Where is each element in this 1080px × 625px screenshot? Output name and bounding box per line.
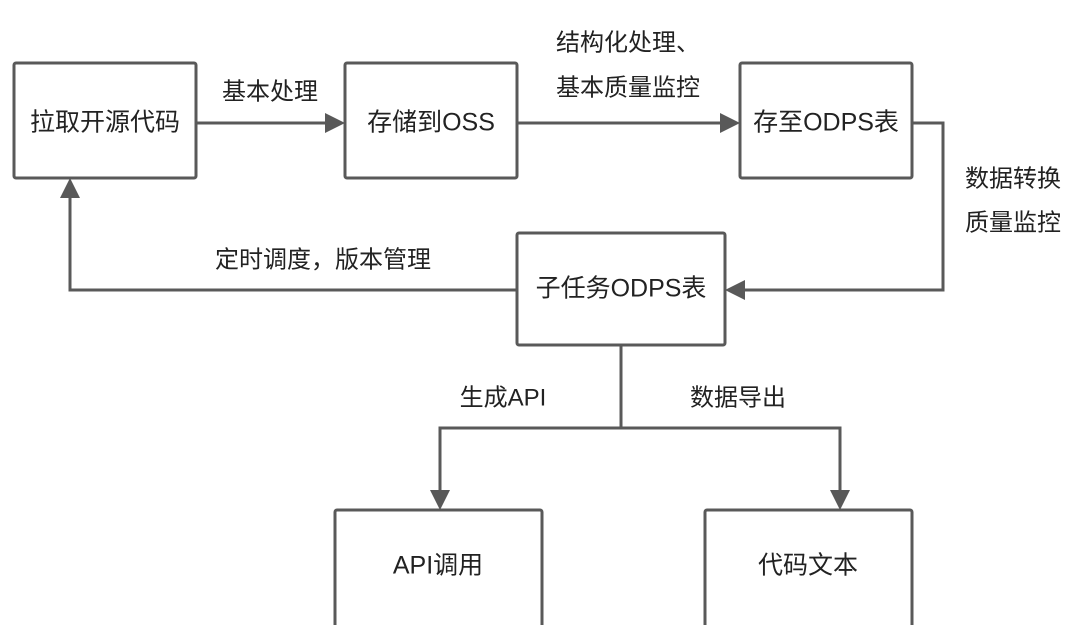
arrow-head-right-icon <box>720 113 740 133</box>
edge-label-basic-processing: 基本处理 <box>222 78 318 105</box>
node-store-odps[interactable]: 存至ODPS表 <box>738 61 914 180</box>
arrow-head-up-icon <box>60 178 80 198</box>
node-store-oss[interactable]: 存储到OSS <box>343 61 519 180</box>
node-box[interactable] <box>738 61 914 180</box>
edge-label-transform-line1: 数据转换 <box>965 165 1061 192</box>
edge-line <box>438 345 623 495</box>
edge-line <box>740 121 945 292</box>
edge-line <box>68 193 517 292</box>
node-api-call[interactable]: API调用 <box>333 508 544 625</box>
node-label: 拉取开源代码 <box>30 109 180 137</box>
edge-pull-code-to-store-oss <box>196 113 345 133</box>
edge-label-data-export: 数据导出 <box>690 384 786 411</box>
edge-line <box>621 426 842 495</box>
edge-label-structured-line2: 基本质量监控 <box>556 74 700 101</box>
node-label: 存至ODPS表 <box>753 109 899 137</box>
node-box[interactable] <box>12 61 198 180</box>
node-label: 子任务ODPS表 <box>536 275 707 303</box>
edge-label-transform-line2: 质量监控 <box>965 209 1061 236</box>
node-subtask-odps[interactable]: 子任务ODPS表 <box>515 231 727 347</box>
node-box[interactable] <box>333 508 544 625</box>
node-label: 存储到OSS <box>367 109 495 137</box>
edge-subtask-odps-to-code-text <box>621 426 850 510</box>
edge-store-oss-to-store-odps <box>517 113 740 133</box>
edge-subtask-odps-to-pull-code <box>60 178 517 292</box>
node-label: 代码文本 <box>758 552 858 580</box>
node-pull-code[interactable]: 拉取开源代码 <box>12 61 198 180</box>
edge-label-structured-line1: 结构化处理、 <box>556 29 700 56</box>
node-code-text[interactable]: 代码文本 <box>703 508 914 625</box>
node-label: API调用 <box>393 552 483 580</box>
edge-label-generate-api: 生成API <box>460 384 547 411</box>
arrow-head-down-icon <box>430 490 450 510</box>
edge-subtask-odps-to-api-call <box>430 345 623 510</box>
node-box[interactable] <box>703 508 914 625</box>
edge-label-schedule-version: 定时调度，版本管理 <box>215 246 431 273</box>
node-box[interactable] <box>343 61 519 180</box>
arrow-head-right-icon <box>325 113 345 133</box>
node-box[interactable] <box>515 231 727 347</box>
arrow-head-left-icon <box>725 280 745 300</box>
edge-store-odps-to-subtask-odps <box>725 121 945 300</box>
arrow-head-down-icon <box>830 490 850 510</box>
